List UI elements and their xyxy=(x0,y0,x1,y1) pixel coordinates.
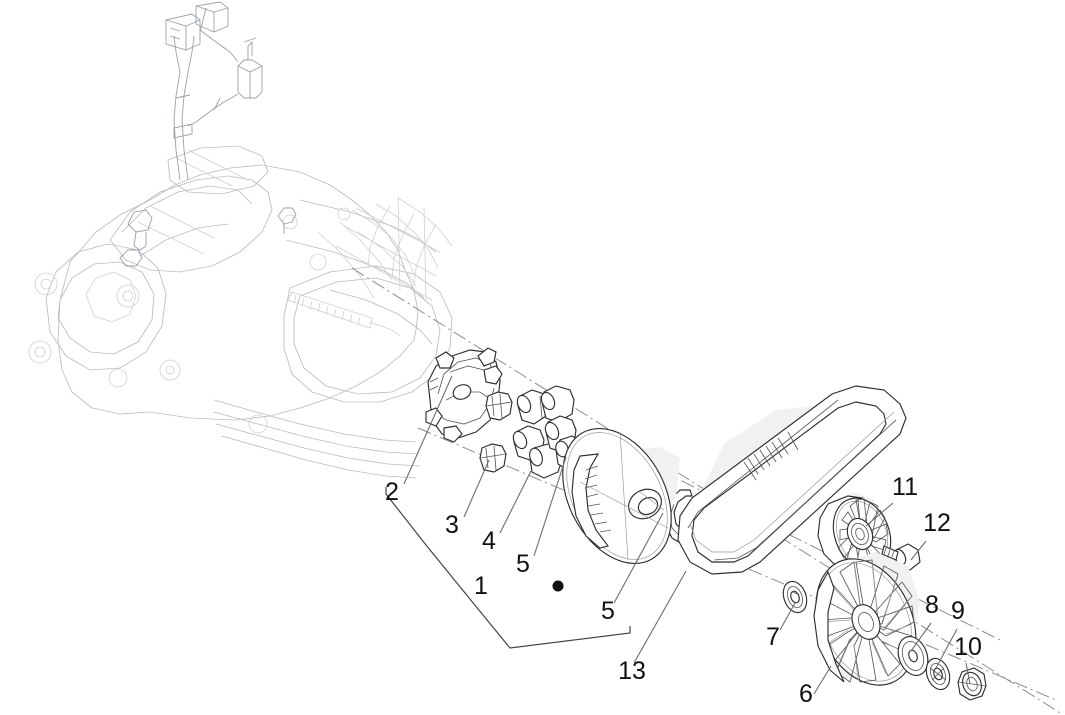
leader-3 xyxy=(463,459,490,518)
callout-label-11: 11 xyxy=(892,473,918,501)
callout-label-1: 1 xyxy=(474,572,488,600)
leader-13 xyxy=(633,570,687,664)
part-variator-ramp-plate xyxy=(425,347,503,443)
leader-2 xyxy=(403,375,453,485)
part-movable-drive-face xyxy=(562,427,680,565)
callout-label-2: 2 xyxy=(385,478,399,506)
part-roller-weights xyxy=(512,385,585,479)
part-flat-washer xyxy=(897,636,929,676)
leader-4 xyxy=(499,470,532,534)
part-drive-belt xyxy=(677,385,907,575)
part-cooling-fan-impeller xyxy=(817,492,892,571)
leader-5b xyxy=(613,512,664,604)
leader-8 xyxy=(910,622,932,652)
group-bracket-1 xyxy=(385,487,631,649)
leader-7 xyxy=(779,602,796,631)
callout-label-9: 9 xyxy=(951,597,965,625)
callout-label-8: 8 xyxy=(925,591,939,619)
belt-centerline xyxy=(659,469,1001,641)
callout-label-5: 5 xyxy=(516,550,530,578)
callout-label-5b: 5 xyxy=(601,597,615,625)
part-fixed-drive-face-with-fan xyxy=(813,552,920,686)
leader-12 xyxy=(910,540,927,561)
callout-label-13: 13 xyxy=(618,657,646,685)
leader-11 xyxy=(865,502,894,527)
part-fan-fixing-screw xyxy=(881,543,921,571)
leader-9 xyxy=(935,628,958,669)
callout-label-4: 4 xyxy=(482,527,496,555)
part-slider-guide-blocks xyxy=(479,391,513,473)
callout-label-12: 12 xyxy=(923,509,951,537)
callout-label-10: 10 xyxy=(954,633,982,661)
part-spacer-washer xyxy=(782,580,808,614)
part-drive-nut xyxy=(957,667,987,701)
callout-label-3: 3 xyxy=(445,511,459,539)
callout-label-6: 6 xyxy=(799,680,813,708)
callout-label-7: 7 xyxy=(766,623,780,651)
group-dot-marker xyxy=(552,580,564,592)
leader-5a xyxy=(533,456,567,557)
leader-6 xyxy=(813,665,832,695)
leader-10 xyxy=(965,662,971,685)
part-lock-washer xyxy=(925,657,951,691)
